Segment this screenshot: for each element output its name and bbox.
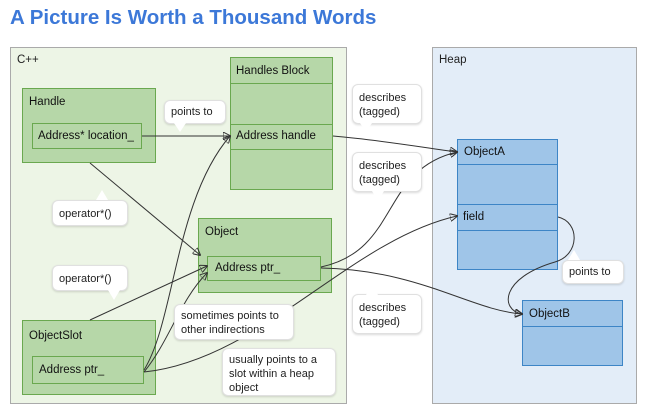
callout-points-to-2: points to — [562, 260, 624, 284]
callout-describes-1-text: describes (tagged) — [359, 92, 407, 118]
callout-operator-1-tail — [96, 190, 108, 200]
object-a-divider-2 — [457, 204, 558, 205]
handles-block-divider-3 — [230, 149, 333, 150]
callout-describes-1: describes (tagged) — [352, 84, 422, 124]
object-a-divider-1 — [457, 164, 558, 165]
callout-describes-2-text: describes (tagged) — [359, 160, 407, 186]
callout-points-to-2-tail — [568, 250, 580, 260]
callout-usually: usually points to a slot within a heap o… — [222, 348, 336, 396]
object-ptr-label: Address ptr_ — [215, 262, 281, 274]
heap-region-label: Heap — [439, 54, 467, 66]
callout-describes-3-tail — [366, 285, 378, 295]
object-a-field-label: field — [463, 211, 485, 223]
callout-operator-2-tail — [108, 290, 120, 300]
handles-block-divider-1 — [230, 83, 333, 84]
object-slot-ptr-field: Address ptr_ — [32, 356, 144, 384]
object-ptr-field: Address ptr_ — [207, 256, 321, 281]
handle-location-label: Address* location_ — [38, 130, 134, 142]
callout-describes-1-tail — [360, 123, 372, 132]
handle-title: Handle — [29, 96, 66, 108]
handle-location-field: Address* location_ — [32, 123, 142, 149]
callout-operator-1: operator*() — [52, 200, 128, 226]
callout-describes-2: describes (tagged) — [352, 152, 422, 192]
object-slot-title: ObjectSlot — [29, 330, 83, 342]
callout-sometimes-text: sometimes points to other indirections — [181, 310, 279, 336]
handles-block-title: Handles Block — [236, 65, 310, 77]
callout-describes-3: describes (tagged) — [352, 294, 422, 334]
object-b-divider — [522, 326, 623, 327]
page-title: A Picture Is Worth a Thousand Words — [10, 6, 377, 29]
object-slot-ptr-label: Address ptr_ — [39, 364, 105, 376]
object-b-title: ObjectB — [529, 308, 570, 320]
handles-block: Handles Block — [230, 57, 333, 190]
callout-describes-2-tail — [372, 191, 384, 201]
callout-operator-1-text: operator*() — [59, 208, 112, 220]
callout-operator-2: operator*() — [52, 265, 128, 291]
object-b-box: ObjectB — [522, 300, 623, 366]
object-a-title: ObjectA — [464, 146, 505, 158]
callout-points-to-1-text: points to — [171, 106, 213, 118]
callout-sometimes: sometimes points to other indirections — [174, 304, 294, 340]
handles-block-address-handle: Address handle — [236, 130, 316, 142]
callout-describes-3-text: describes (tagged) — [359, 302, 407, 328]
callout-points-to-2-text: points to — [569, 266, 611, 278]
callout-points-to-1-tail — [174, 123, 186, 132]
callout-operator-2-text: operator*() — [59, 273, 112, 285]
callout-usually-text: usually points to a slot within a heap o… — [229, 354, 318, 394]
cpp-region-label: C++ — [17, 54, 39, 66]
callout-points-to-1: points to — [164, 100, 226, 124]
object-a-divider-3 — [457, 230, 558, 231]
object-title: Object — [205, 226, 239, 238]
handles-block-divider-2 — [230, 124, 333, 125]
